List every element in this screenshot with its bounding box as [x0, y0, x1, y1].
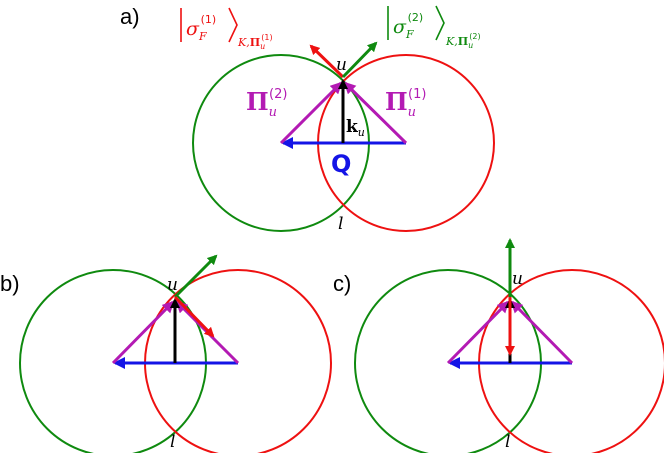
point-u-label: u [167, 275, 178, 295]
pi-u1-vector-arrow [510, 300, 574, 365]
pi-u2-vector-arrow [446, 300, 510, 365]
pi-u2-label: Πu(2) [246, 87, 287, 120]
sigma-f2-arrow [341, 41, 378, 79]
state-sigma-f1-subscript: K,Πu(1) [237, 33, 273, 51]
panel-c-label: c) [333, 271, 351, 296]
point-l-label: l [170, 432, 175, 452]
panel-b-label: b) [0, 271, 20, 296]
point-u-label: u [512, 269, 523, 289]
panel-a-label: a) [120, 4, 140, 29]
k-u-label: ku [346, 117, 365, 139]
sigma-f2-arrow [173, 254, 218, 299]
point-l-label: l [505, 432, 510, 452]
point-u-label: u [336, 55, 347, 75]
sigma-f1-arrow [309, 44, 345, 79]
pi-u2-vector-arrow [279, 81, 343, 145]
pi-u1-label: Πu(1) [385, 87, 426, 120]
panel-c: c) u l [333, 238, 664, 453]
state-sigma-f1-ket: σF(1) K,Πu(1) [180, 7, 273, 51]
state-sigma-f1-text: σF(1) [186, 13, 216, 43]
state-sigma-f2-ket: σF(2) K,Πu(2) [387, 5, 481, 50]
pi-u1-vector-arrow [343, 81, 408, 145]
state-sigma-f2-subscript: K,Πu(2) [445, 32, 481, 50]
sigma-f1-arrow [173, 295, 215, 338]
pi-u2-vector-arrow [111, 300, 175, 365]
q-vector-label: Q [331, 150, 351, 178]
state-sigma-f2-text: σF(2) [393, 11, 423, 41]
point-l-label: l [338, 214, 343, 234]
panel-a: a) u l ku Q Πu(2) Πu(1) [120, 4, 495, 234]
panel-b: b) u l [0, 254, 332, 453]
